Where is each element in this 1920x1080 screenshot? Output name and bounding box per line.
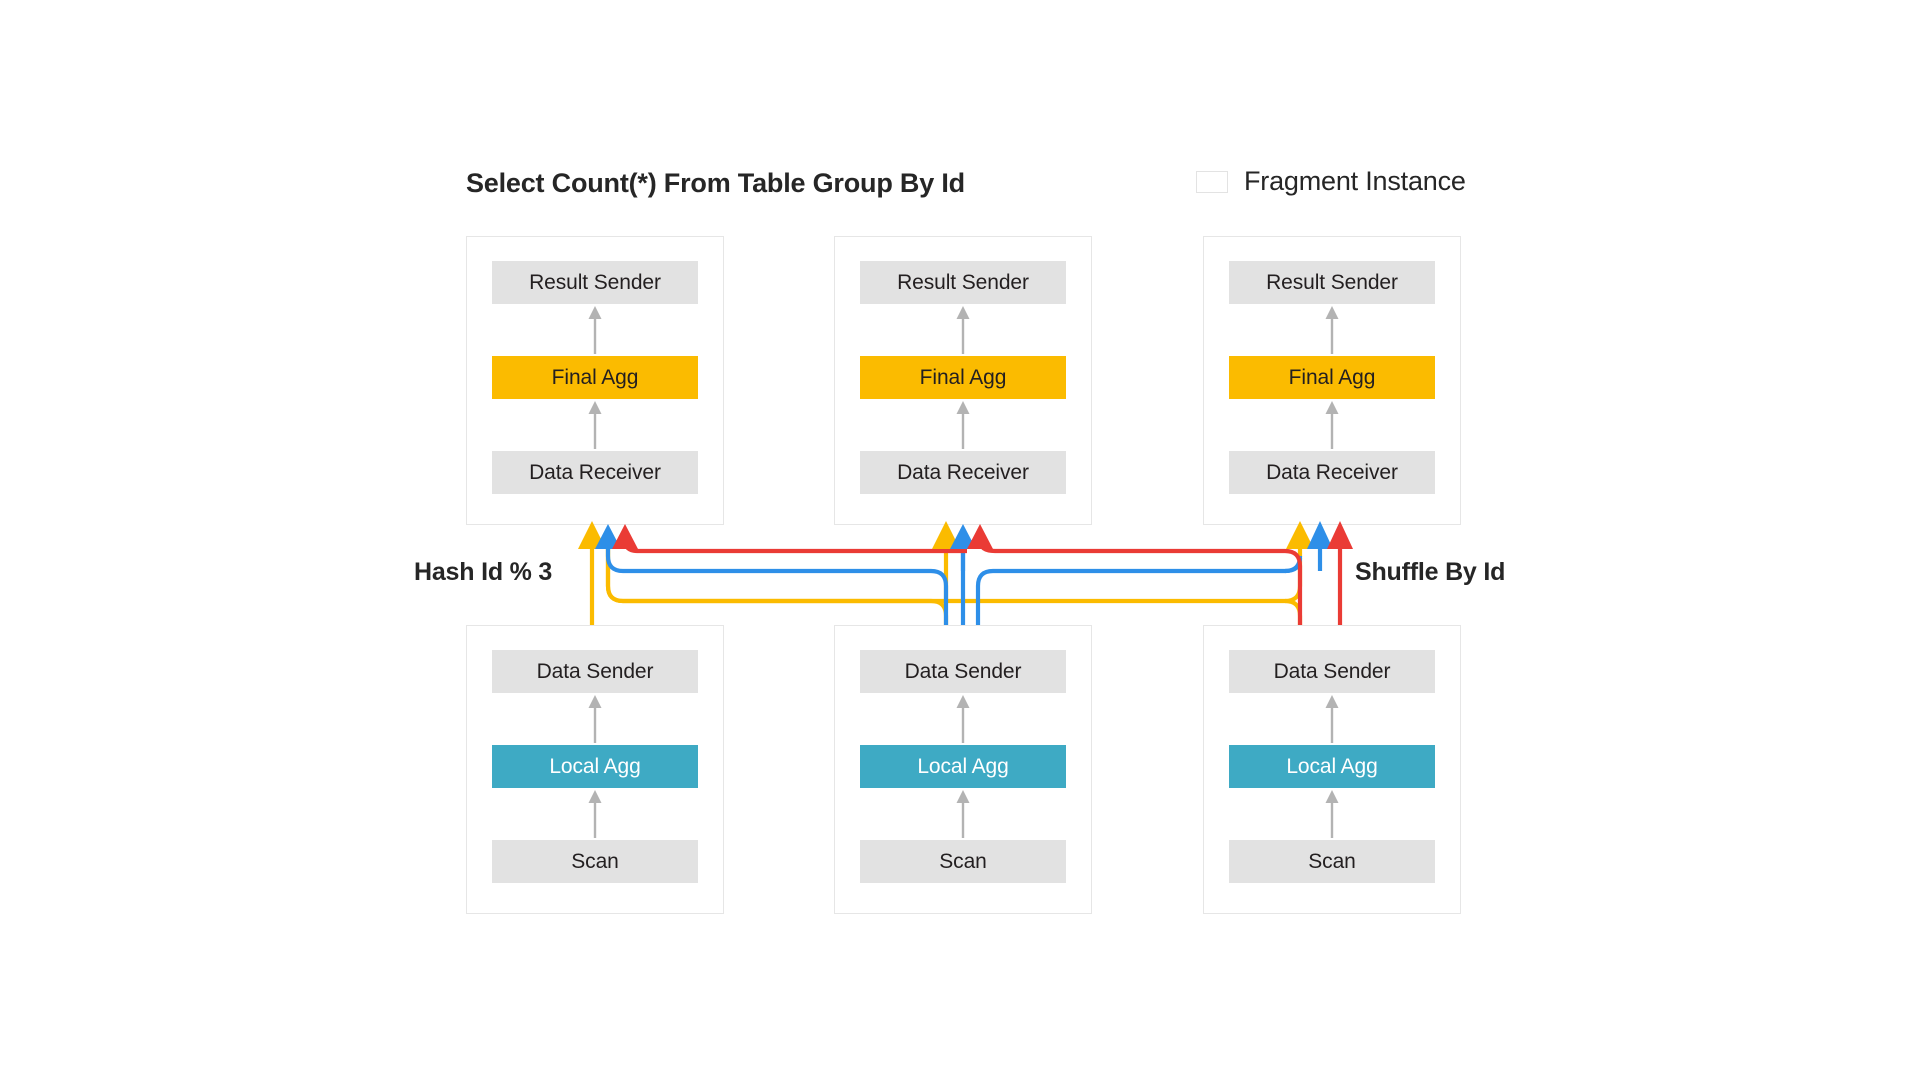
node-result-sender[interactable]: Result Sender: [492, 261, 698, 304]
fragment-instance-bottom-1[interactable]: Data Sender Local Agg Scan: [834, 625, 1092, 914]
wire-yellow-to-r2: [1284, 545, 1303, 604]
arrowhead-blue-r0: [595, 524, 621, 549]
node-scan[interactable]: Scan: [492, 840, 698, 883]
node-data-receiver[interactable]: Data Receiver: [860, 451, 1066, 494]
flow-arrow-icon: [956, 695, 970, 743]
arrowhead-yellow-r0: [578, 521, 606, 549]
arrowhead-yellow-r2: [1286, 521, 1314, 549]
legend: Fragment Instance: [1196, 166, 1466, 197]
arrowhead-yellow-r1: [932, 521, 960, 549]
node-data-sender[interactable]: Data Sender: [1229, 650, 1435, 693]
wire-blue-join-r2: [1284, 557, 1303, 574]
node-scan[interactable]: Scan: [860, 840, 1066, 883]
node-final-agg[interactable]: Final Agg: [860, 356, 1066, 399]
arrowhead-red-r1: [967, 524, 993, 549]
fragment-instance-swatch-icon: [1196, 170, 1228, 193]
fragment-instance-bottom-0[interactable]: Data Sender Local Agg Scan: [466, 625, 724, 914]
routing-label-shuffle: Shuffle By Id: [1355, 558, 1506, 586]
wire-blue-bus-right: [975, 555, 1303, 625]
wire-red-elbow-r1: [977, 539, 996, 554]
wire-yellow-s1-r0: [605, 545, 949, 625]
page-title: Select Count(*) From Table Group By Id: [466, 168, 965, 198]
flow-arrow-icon: [1325, 306, 1339, 354]
operator-stack: Data Sender Local Agg Scan: [1229, 650, 1435, 883]
flow-arrow-icon: [588, 790, 602, 838]
wire-red-elbow-r0: [622, 539, 638, 554]
flow-arrow-icon: [1325, 401, 1339, 449]
node-result-sender[interactable]: Result Sender: [860, 261, 1066, 304]
arrowhead-blue-r2: [1307, 521, 1333, 549]
flow-arrow-icon: [588, 695, 602, 743]
fragment-instance-top-2[interactable]: Result Sender Final Agg Data Receiver: [1203, 236, 1461, 525]
fragment-instance-top-1[interactable]: Result Sender Final Agg Data Receiver: [834, 236, 1092, 525]
node-local-agg[interactable]: Local Agg: [492, 745, 698, 788]
node-final-agg[interactable]: Final Agg: [492, 356, 698, 399]
wire-arrowheads: [578, 521, 1353, 549]
flow-arrow-icon: [956, 790, 970, 838]
node-scan[interactable]: Scan: [1229, 840, 1435, 883]
node-data-sender[interactable]: Data Sender: [860, 650, 1066, 693]
wire-blue-bus-left: [623, 568, 949, 625]
node-result-sender[interactable]: Result Sender: [1229, 261, 1435, 304]
arrowhead-red-r2: [1327, 521, 1353, 549]
flow-arrow-icon: [956, 401, 970, 449]
flow-arrow-icon: [1325, 790, 1339, 838]
wire-red-bus-2: [995, 548, 1303, 567]
operator-stack: Result Sender Final Agg Data Receiver: [1229, 261, 1435, 494]
node-final-agg[interactable]: Final Agg: [1229, 356, 1435, 399]
fragment-instance-top-0[interactable]: Result Sender Final Agg Data Receiver: [466, 236, 724, 525]
operator-stack: Result Sender Final Agg Data Receiver: [492, 261, 698, 494]
operator-stack: Result Sender Final Agg Data Receiver: [860, 261, 1066, 494]
legend-label: Fragment Instance: [1244, 166, 1466, 196]
routing-label-hash: Hash Id % 3: [414, 558, 553, 586]
flow-arrow-icon: [588, 401, 602, 449]
flow-arrow-icon: [956, 306, 970, 354]
node-data-sender[interactable]: Data Sender: [492, 650, 698, 693]
operator-stack: Data Sender Local Agg Scan: [492, 650, 698, 883]
arrowhead-blue-r1: [950, 524, 976, 549]
flow-arrow-icon: [588, 306, 602, 354]
fragment-instance-bottom-2[interactable]: Data Sender Local Agg Scan: [1203, 625, 1461, 914]
wire-blue-riser-r0: [605, 545, 624, 574]
node-data-receiver[interactable]: Data Receiver: [492, 451, 698, 494]
arrowhead-red-r0: [612, 524, 638, 549]
node-local-agg[interactable]: Local Agg: [860, 745, 1066, 788]
node-local-agg[interactable]: Local Agg: [1229, 745, 1435, 788]
node-data-receiver[interactable]: Data Receiver: [1229, 451, 1435, 494]
wire-yellow-s2-r0: [605, 545, 1303, 625]
flow-arrow-icon: [1325, 695, 1339, 743]
operator-stack: Data Sender Local Agg Scan: [860, 650, 1066, 883]
